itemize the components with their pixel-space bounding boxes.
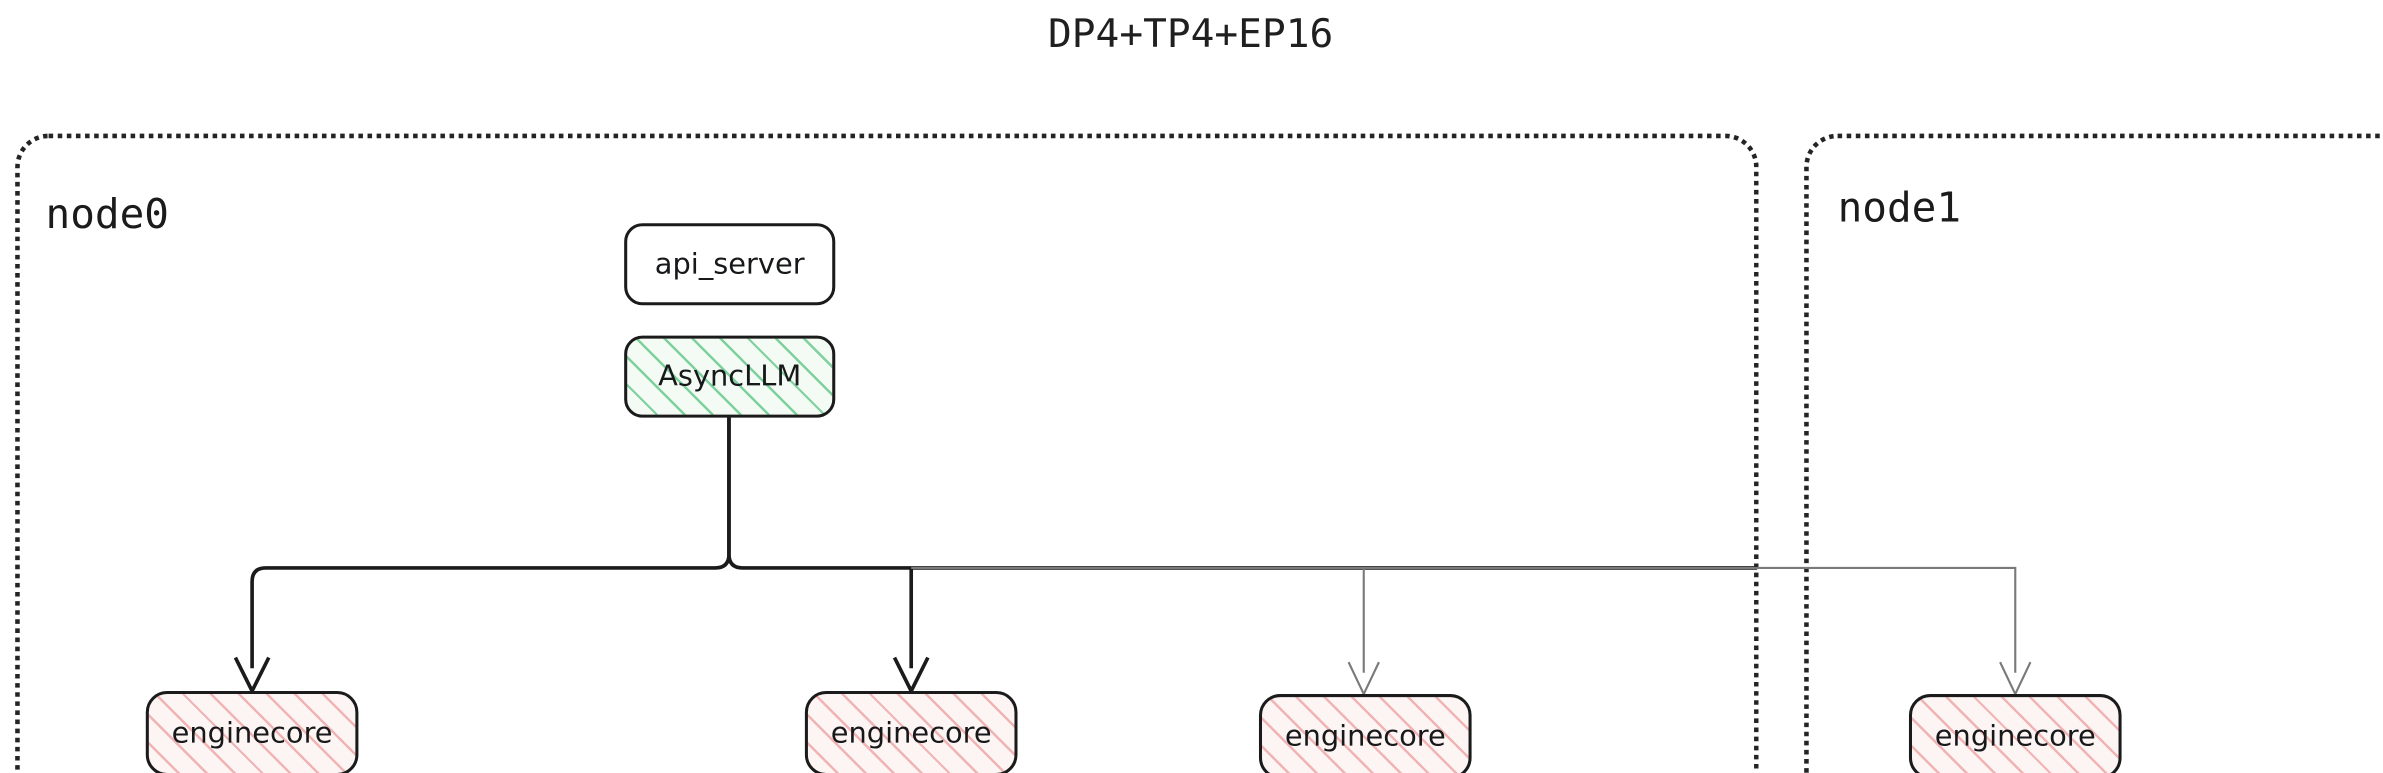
node-container-node1 (1804, 133, 2383, 773)
enginecore-label: enginecore (171, 716, 333, 751)
enginecore-label: enginecore (1284, 719, 1446, 754)
enginecore-label: enginecore (830, 716, 992, 751)
enginecore-box[interactable]: enginecore (804, 690, 1018, 773)
node-label-node1: node1 (1837, 185, 1962, 233)
api-server-label: api_server (654, 247, 805, 281)
node-container-node0 (15, 133, 1759, 773)
enginecore-box[interactable]: enginecore (1258, 694, 1472, 773)
api-server-box[interactable]: api_server (624, 223, 836, 306)
enginecore-label: enginecore (1934, 719, 2096, 754)
enginecore-box[interactable]: enginecore (1908, 694, 2122, 773)
async-llm-box[interactable]: AsyncLLM (624, 335, 836, 418)
page-title: DP4+TP4+EP16 (1047, 12, 1334, 58)
enginecore-box[interactable]: enginecore (145, 690, 359, 773)
node-label-node0: node0 (45, 191, 169, 239)
async-llm-label: AsyncLLM (658, 359, 802, 394)
